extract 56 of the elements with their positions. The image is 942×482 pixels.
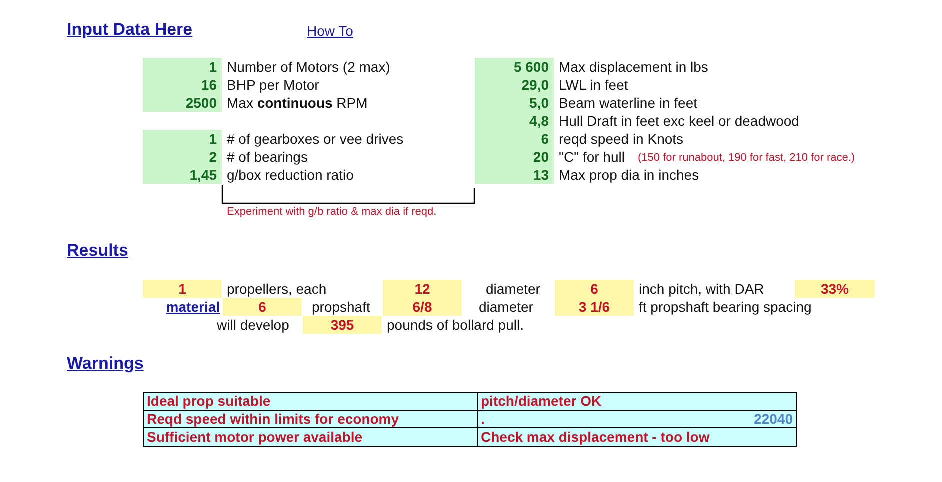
input-label: "C" for hull (559, 148, 625, 166)
input-value: 1 (143, 130, 222, 148)
result-value: 33% (795, 280, 875, 298)
result-text: propellers, each (227, 280, 327, 298)
input-value: 2500 (143, 94, 222, 112)
input-label: Max continuous RPM (227, 94, 368, 112)
input-value: 4,8 (475, 112, 554, 130)
input-label: Max displacement in lbs (559, 58, 708, 76)
hint-note: Experiment with g/b ratio & max dia if reqd. (227, 205, 437, 220)
result-text: ft propshaft bearing spacing (639, 298, 812, 316)
section-heading: Results (67, 240, 128, 262)
result-text: propshaft (312, 298, 370, 316)
section-heading: Input Data Here (67, 19, 193, 41)
result-text: pounds of bollard pull. (387, 316, 524, 334)
result-text: inch pitch, with DAR (639, 280, 764, 298)
input-value: 1,45 (143, 166, 222, 184)
how-to-link: How To (307, 22, 354, 40)
result-text: will develop (217, 316, 290, 334)
input-label: Max prop dia in inches (559, 166, 700, 184)
input-label: reqd speed in Knots (559, 130, 684, 148)
result-value: 3 1/6 (555, 298, 634, 316)
result-value: 6/8 (383, 298, 462, 316)
result-value: 6 (223, 298, 302, 316)
warning-text: Check max displacement - too low (481, 429, 710, 446)
input-value: 1 (143, 58, 222, 76)
input-value: 6 (475, 130, 554, 148)
input-value: 5,0 (475, 94, 554, 112)
result-text: diameter (479, 298, 534, 316)
input-value: 2 (143, 148, 222, 166)
input-label: Hull Draft in feet exc keel or deadwood (559, 112, 800, 130)
result-value: 12 (383, 280, 462, 298)
input-label: Number of Motors (2 max) (227, 58, 390, 76)
input-label: # of bearings (227, 148, 308, 166)
cell-number: 22040 (754, 410, 793, 427)
warning-text: . (481, 410, 485, 427)
result-value: 395 (303, 316, 382, 334)
result-value: 1 (143, 280, 222, 298)
input-label: LWL in feet (559, 76, 628, 94)
warning-text: pitch/diameter OK (481, 393, 602, 410)
input-value: 16 (143, 76, 222, 94)
input-label: BHP per Motor (227, 76, 320, 94)
warning-text: Reqd speed within limits for economy (147, 410, 400, 427)
input-label: # of gearboxes or vee drives (227, 130, 404, 148)
input-label: g/box reduction ratio (227, 166, 354, 184)
warning-text: Ideal prop suitable (147, 393, 271, 410)
input-label: Beam waterline in feet (559, 94, 698, 112)
section-heading: Warnings (67, 353, 144, 375)
result-text: diameter (486, 280, 540, 298)
input-value: 20 (475, 148, 554, 166)
input-value: 5 600 (475, 58, 554, 76)
material-link: material (165, 298, 220, 316)
result-value: 6 (555, 280, 634, 298)
input-value: 29,0 (475, 76, 554, 94)
warning-text: Sufficient motor power available (147, 429, 362, 446)
hint-note: (150 for runabout, 190 for fast, 210 for race.) (638, 151, 856, 166)
input-value: 13 (475, 166, 554, 184)
